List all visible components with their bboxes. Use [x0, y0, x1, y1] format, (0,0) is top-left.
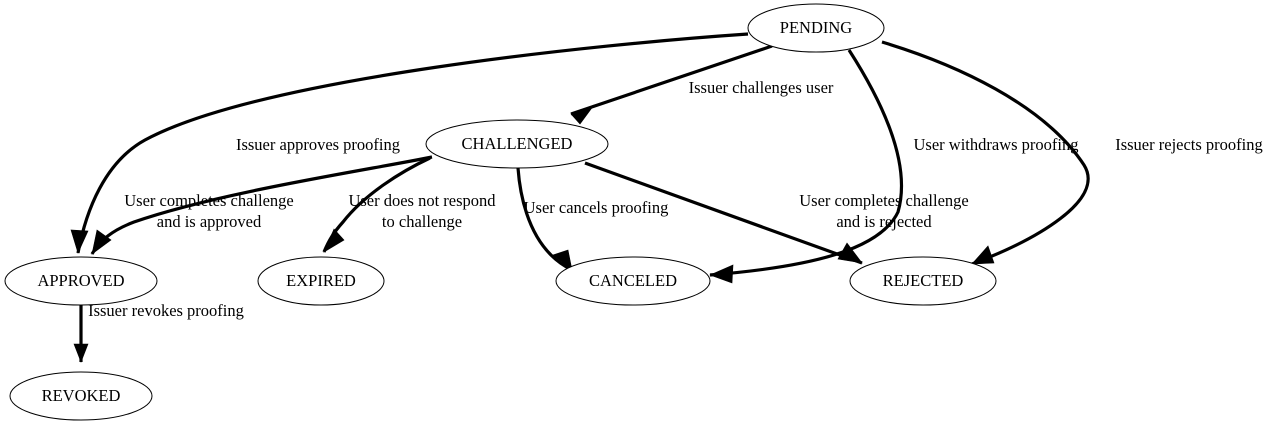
edge-label-text: User completes challenge: [799, 191, 969, 210]
arrowhead-icon: [70, 229, 89, 254]
state-node-revoked[interactable]: REVOKED: [9, 371, 153, 421]
edge-line: [90, 155, 433, 255]
edge-label-text: Issuer revokes proofing: [88, 301, 244, 320]
edge-line: [570, 44, 773, 116]
arrowhead-icon: [552, 249, 573, 271]
edge-label-text: User withdraws proofing: [914, 135, 1079, 154]
arrowhead-icon: [971, 245, 995, 265]
edges-layer: [70, 32, 1090, 363]
edge-line: [76, 32, 749, 254]
arrowhead-icon: [709, 264, 734, 284]
edge-label-text: and is approved: [157, 212, 262, 231]
edge-label-challenged-expired: User does not respond to challenge: [348, 191, 496, 231]
state-node-rejected[interactable]: REJECTED: [849, 256, 997, 306]
node-ellipse: [425, 119, 609, 169]
edge-label-pending-approved: Issuer approves proofing: [236, 135, 400, 154]
edge-pending-rejected: [881, 40, 1090, 266]
node-ellipse: [9, 371, 153, 421]
edge-label-text: User does not respond: [348, 191, 496, 210]
edge-pending-approved: [70, 32, 749, 254]
state-node-approved[interactable]: APPROVED: [4, 256, 158, 306]
edge-pending-challenged: [570, 44, 773, 125]
arrowhead-icon: [323, 228, 345, 253]
node-label: EXPIRED: [286, 271, 356, 290]
edge-label-approved-revoked: Issuer revokes proofing: [88, 301, 244, 320]
node-label: CHALLENGED: [462, 134, 573, 153]
edge-label-text: Issuer approves proofing: [236, 135, 400, 154]
edge-approved-revoked: [73, 305, 89, 363]
edge-line: [584, 161, 863, 265]
node-label: CANCELED: [589, 271, 677, 290]
arrowhead-icon: [570, 104, 595, 125]
node-ellipse: [555, 256, 711, 306]
edge-label-text: Issuer rejects proofing: [1115, 135, 1263, 154]
arrowhead-icon: [73, 343, 89, 363]
edge-label-challenged-rejected: User completes challenge and is rejected: [799, 191, 969, 231]
state-node-pending[interactable]: PENDING: [747, 3, 885, 53]
edge-label-challenged-canceled: User cancels proofing: [524, 198, 669, 217]
edge-label-pending-challenged: Issuer challenges user: [689, 78, 834, 97]
edge-label-challenged-approved: User completes challenge and is approved: [124, 191, 294, 231]
edge-label-text: User cancels proofing: [524, 198, 669, 217]
state-node-canceled[interactable]: CANCELED: [555, 256, 711, 306]
edge-label-text: User completes challenge: [124, 191, 294, 210]
node-ellipse: [849, 256, 997, 306]
nodes-layer: PENDING CHALLENGED APPROVED EXPIRED CANCELED…: [4, 3, 997, 421]
edge-challenged-rejected: [584, 161, 863, 265]
node-ellipse: [747, 3, 885, 53]
edge-label-text: and is rejected: [836, 212, 932, 231]
edge-challenged-canceled: [516, 167, 573, 272]
edge-pending-canceled: [709, 49, 904, 284]
edge-label-pending-rejected: Issuer rejects proofing: [1115, 135, 1263, 154]
node-label: APPROVED: [37, 271, 124, 290]
edge-challenged-approved: [90, 155, 433, 255]
edge-line: [516, 167, 573, 272]
edge-label-text: Issuer challenges user: [689, 78, 834, 97]
state-node-challenged[interactable]: CHALLENGED: [425, 119, 609, 169]
state-node-expired[interactable]: EXPIRED: [257, 256, 385, 306]
node-label: REJECTED: [883, 271, 964, 290]
node-ellipse: [4, 256, 158, 306]
edge-label-text: to challenge: [382, 212, 462, 231]
edge-line: [881, 40, 1090, 266]
arrowhead-icon: [837, 242, 863, 264]
edge-label-pending-canceled: User withdraws proofing: [914, 135, 1079, 154]
edge-line: [709, 49, 904, 277]
edge-challenged-expired: [322, 156, 431, 253]
node-label: REVOKED: [42, 386, 121, 405]
node-label: PENDING: [780, 18, 852, 37]
node-ellipse: [257, 256, 385, 306]
arrowhead-icon: [91, 229, 112, 255]
